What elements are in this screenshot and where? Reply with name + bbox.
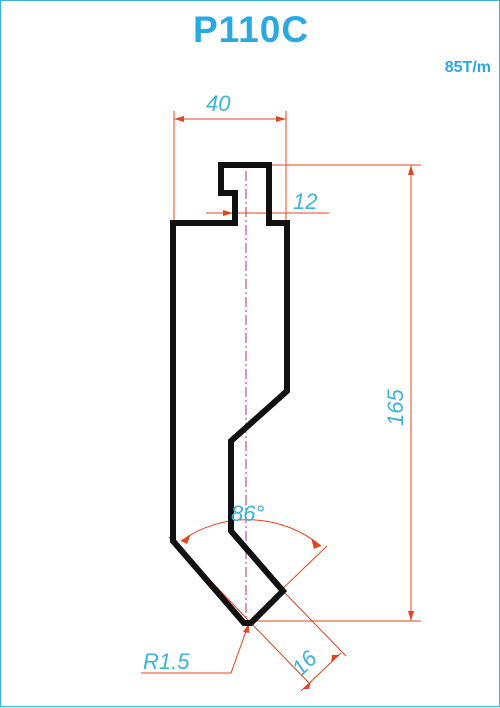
tool-title: P110C: [192, 9, 310, 50]
radius-dimension-label: R1.5: [143, 649, 190, 674]
arrow-height-top: [408, 165, 414, 175]
angle-arc: [180, 519, 322, 547]
angle-dimension-label: 86°: [231, 501, 264, 526]
arrow-angle-right: [311, 538, 321, 549]
arrow-tip-1: [303, 681, 311, 689]
tip-ext-2: [282, 590, 347, 657]
tonnage-label: 85T/m: [444, 59, 491, 76]
width-dimension-label: 40: [206, 91, 231, 116]
radius-leader: [141, 622, 250, 674]
arrow-height-bottom: [408, 611, 414, 621]
tip-ext-1: [248, 620, 310, 684]
dimension-lines: [141, 111, 421, 692]
height-dimension-label: 165: [383, 389, 408, 426]
arrow-width-left: [174, 116, 184, 122]
tang-dimension-label: 12: [293, 189, 317, 214]
arrow-tang: [223, 210, 233, 216]
arrow-tip-2: [331, 655, 339, 663]
punch-profile: [170, 162, 290, 626]
arrow-width-right: [276, 116, 286, 122]
arrow-angle-left: [181, 534, 191, 544]
